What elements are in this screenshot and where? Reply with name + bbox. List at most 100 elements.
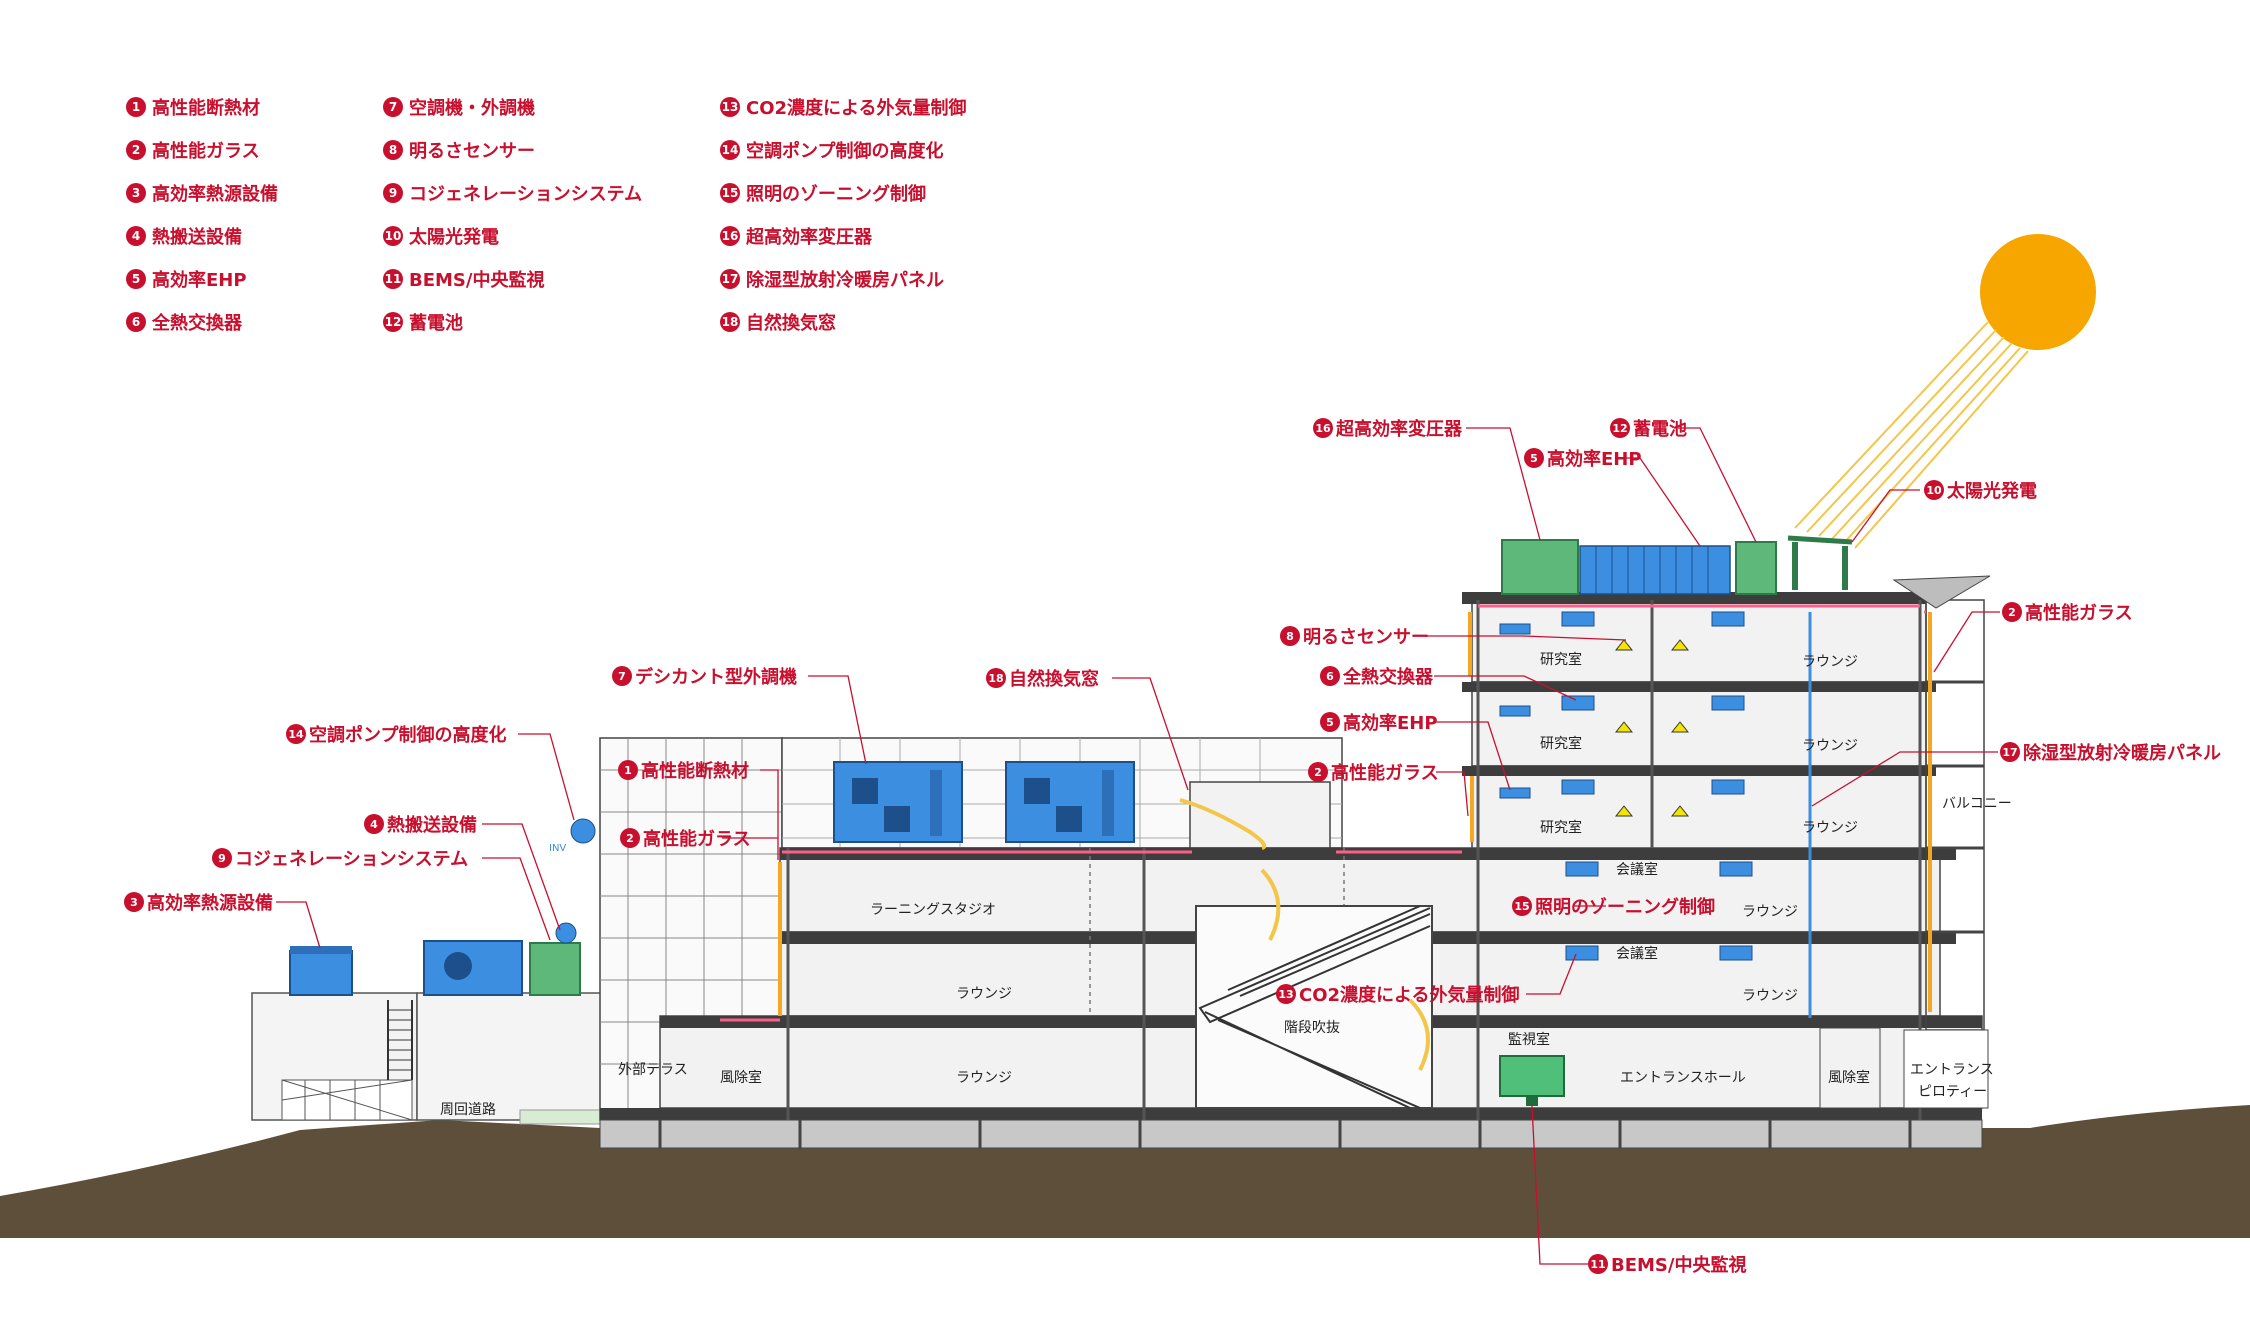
desiccant-unit [833, 761, 963, 843]
callout-label: 太陽光発電 [1947, 480, 2037, 502]
number-badge: 4 [126, 226, 146, 246]
legend-label: 超高効率変圧器 [746, 227, 872, 248]
legend-label: 高効率EHP [152, 270, 247, 291]
callout-number: 2 [2008, 606, 2016, 619]
number-badge: 18 [720, 312, 740, 332]
number-badge: 12 [383, 312, 403, 332]
callout-6: 6 全熱交換器 [1320, 666, 1434, 688]
room-label: ラウンジ [1802, 820, 1858, 836]
callout-leader-lines [276, 427, 2000, 1265]
room-label: 風除室 [720, 1069, 762, 1086]
number-badge: 15 [720, 183, 740, 203]
room-label: ラウンジ [956, 986, 1012, 1002]
callout-label: 熱搬送設備 [387, 814, 477, 836]
room-label: エントランス [1910, 1062, 1994, 1078]
room-label: ラウンジ [1802, 738, 1858, 754]
desiccant-unit [1005, 761, 1135, 843]
bems-monitor [1499, 1055, 1565, 1097]
callout-label: 自然換気窓 [1009, 668, 1099, 690]
legend-label: 空調機・外調機 [409, 98, 535, 119]
room-label: 風除室 [1828, 1069, 1870, 1086]
legend-label: CO2濃度による外気量制御 [746, 98, 967, 119]
callout-number: 11 [1590, 1258, 1605, 1271]
legend-label: 熱搬送設備 [152, 227, 242, 248]
transformer-unit [1501, 539, 1579, 595]
room-label: 階段吹抜 [1284, 1020, 1340, 1036]
number-badge: 7 [383, 97, 403, 117]
callout-label: 高性能ガラス [643, 828, 751, 850]
callout-label: デシカント型外調機 [635, 666, 797, 688]
legend-item: 8 明るさセンサー [383, 137, 535, 163]
room-label: バルコニー [1942, 796, 2012, 812]
heat-source-unit [289, 950, 353, 996]
callout-number: 7 [618, 670, 626, 683]
room-label: ラーニングスタジオ [870, 902, 996, 918]
room-label: 研究室 [1540, 651, 1582, 668]
legend-label: 明るさセンサー [409, 141, 535, 162]
sun-rays [1794, 321, 2029, 549]
callout-5-mid: 5 高効率EHP [1320, 712, 1438, 734]
chiller-unit [423, 940, 523, 996]
callout-11: 11 BEMS/中央監視 [1588, 1254, 1746, 1276]
callout-number: 13 [1278, 988, 1293, 1001]
callout-number: 18 [988, 672, 1003, 685]
callout-10: 10 太陽光発電 [1924, 480, 2037, 502]
callout-number: 3 [130, 896, 138, 909]
legend-label: 太陽光発電 [409, 227, 499, 248]
indoor-ac-units [1499, 611, 1753, 961]
callout-number: 2 [626, 832, 634, 845]
legend-label: 全熱交換器 [152, 313, 242, 334]
callout-number: 5 [1326, 716, 1334, 729]
room-label: ピロティー [1918, 1084, 1987, 1100]
callout-label: 空調ポンプ制御の高度化 [309, 724, 506, 746]
callout-label: 高効率EHP [1343, 712, 1438, 734]
callout-label: 除湿型放射冷暖房パネル [2023, 742, 2221, 764]
callout-number: 4 [370, 818, 378, 831]
callout-number: 2 [1314, 766, 1322, 779]
number-badge: 13 [720, 97, 740, 117]
callout-label: 明るさセンサー [1303, 627, 1429, 648]
number-badge: 8 [383, 140, 403, 160]
callout-number: 6 [1326, 670, 1334, 683]
callout-number: 10 [1926, 484, 1942, 497]
number-badge: 17 [720, 269, 740, 289]
atrium-stair [1195, 905, 1433, 1109]
cogeneration-unit [529, 942, 581, 996]
room-label: 会議室 [1616, 861, 1658, 878]
legend-label: 除湿型放射冷暖房パネル [746, 270, 944, 291]
insulation-lines [720, 604, 1926, 1022]
callout-label: 全熱交換器 [1342, 666, 1434, 688]
legend-label: 空調ポンプ制御の高度化 [746, 141, 944, 162]
legend-label: 蓄電池 [409, 313, 463, 334]
callout-label: BEMS/中央監視 [1611, 1254, 1746, 1276]
callout-label: 高性能断熱材 [641, 760, 749, 782]
room-label: ラウンジ [1742, 904, 1798, 920]
room-label: ラウンジ [1802, 654, 1858, 670]
legend-label: 高性能断熱材 [152, 98, 260, 119]
callout-label: 高効率熱源設備 [147, 892, 273, 914]
callout-4: 4 熱搬送設備 [364, 814, 477, 836]
callout-number: 8 [1286, 630, 1294, 643]
callout-number: 12 [1612, 422, 1627, 435]
left-facility [251, 992, 603, 1125]
callout-number: 17 [2002, 746, 2017, 759]
callout-17: 17 除湿型放射冷暖房パネル [2000, 742, 2221, 764]
room-label: 研究室 [1540, 819, 1582, 836]
callout-label: 蓄電池 [1633, 418, 1687, 440]
room-label: ラウンジ [1742, 988, 1798, 1004]
room-label: 研究室 [1540, 735, 1582, 752]
battery-unit [1735, 541, 1777, 595]
number-badge: 3 [126, 183, 146, 203]
callout-label: 照明のゾーニング制御 [1535, 896, 1715, 918]
legend-item: 7 空調機・外調機 [383, 94, 535, 120]
callout-label: コジェネレーションシステム [235, 849, 468, 870]
room-label: ラウンジ [956, 1070, 1012, 1086]
